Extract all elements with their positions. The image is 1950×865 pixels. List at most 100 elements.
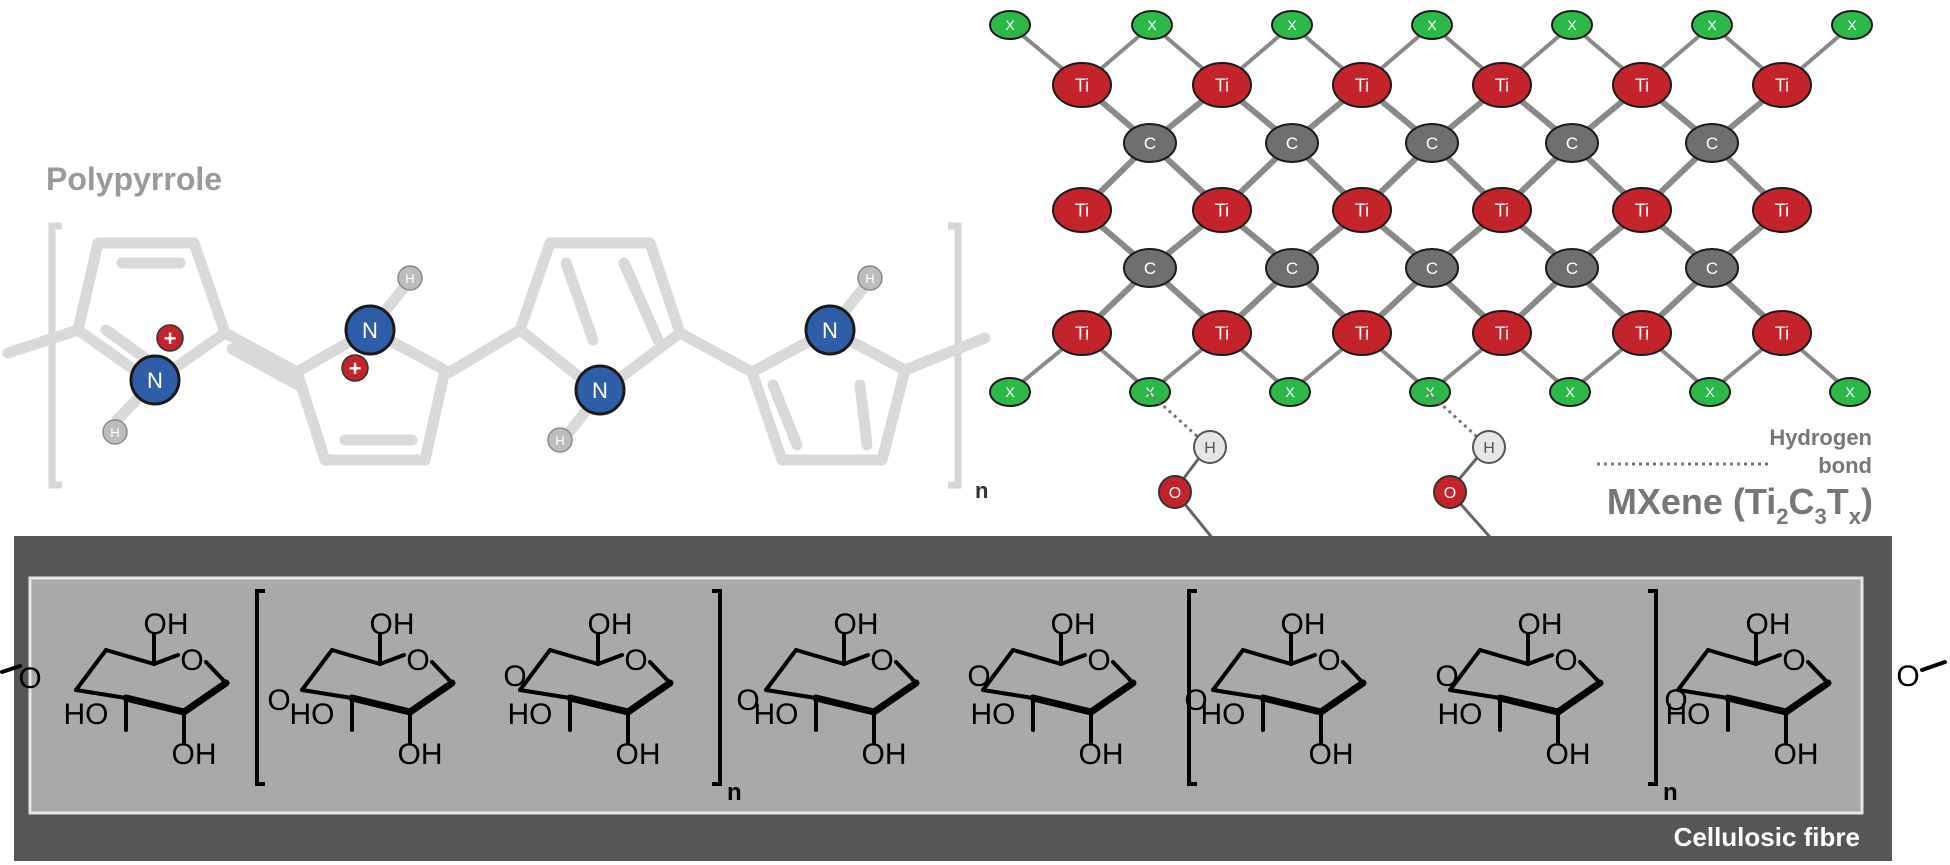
x-termination-atom: X — [989, 10, 1031, 40]
chemical-bond — [1448, 688, 1502, 700]
hydrogen-bond-legend: Hydrogen bond — [1597, 425, 1872, 478]
glycosidic-oxygen: O — [267, 684, 290, 717]
chemical-bond — [1211, 648, 1245, 692]
oxygen-atom: O — [1433, 475, 1467, 509]
hydrogen-atom: H — [102, 419, 128, 445]
hydrogen-atom: H — [397, 265, 423, 291]
svg-text:X: X — [1005, 17, 1015, 33]
chain-end-bond — [0, 664, 22, 674]
svg-text:Ti: Ti — [1355, 200, 1369, 220]
chemical-bond — [74, 688, 128, 700]
hydrogen-atom: H — [857, 265, 883, 291]
chemical-bond — [430, 660, 454, 685]
svg-text:Ti: Ti — [1215, 75, 1229, 95]
svg-text:X: X — [1425, 384, 1435, 400]
mxene-lattice: XXXXXXXXXXXXXXTiTiTiTiTiTiTiTiTiTiTiTiTi… — [989, 10, 1873, 407]
chemical-bond — [794, 648, 846, 666]
chemical-bond — [981, 688, 1035, 700]
chemical-bond — [894, 660, 918, 685]
cellulose-chain: n n OHOHOOHOHOHOOHOHOHOOHOHOHOOHOHOHOOHO… — [0, 589, 1947, 806]
chemical-bond — [300, 688, 354, 700]
chemical-bond — [180, 679, 230, 716]
chemical-bond — [1289, 653, 1317, 666]
chemical-bond — [1259, 694, 1325, 716]
cellulose-repeat-n: n — [1663, 779, 1678, 806]
svg-text:X: X — [1705, 384, 1715, 400]
svg-text:Ti: Ti — [1355, 323, 1369, 343]
titanium-atom: Ti — [1332, 310, 1392, 356]
hydroxyl-group: HO — [290, 698, 335, 731]
mxene-label: MXene (Ti2C3Tx) — [1607, 481, 1873, 529]
glycosidic-oxygen: O — [1435, 660, 1458, 693]
svg-text:MXene (Ti2C3Tx): MXene (Ti2C3Tx) — [1607, 481, 1873, 529]
glycosidic-oxygen: O — [967, 660, 990, 693]
carbon-atom: C — [1265, 123, 1319, 163]
hydrogen-atom: H — [547, 427, 573, 453]
hydroxyl-group: HO — [1201, 698, 1246, 731]
svg-text:H: H — [1483, 440, 1495, 457]
carbon-atom: C — [1123, 248, 1177, 288]
titanium-atom: Ti — [1752, 310, 1812, 356]
hydroxyl-group: HO — [754, 698, 799, 731]
positive-charge-icon: + — [341, 354, 369, 382]
svg-text:H: H — [555, 433, 564, 448]
hydroxyl-group: OH — [1518, 608, 1563, 641]
chemical-bond — [518, 648, 552, 692]
hydroxyl-group: OH — [1281, 608, 1326, 641]
ring-oxygen: O — [1782, 644, 1805, 677]
svg-text:O: O — [1444, 485, 1456, 502]
cellulose-right-bracket — [712, 589, 722, 786]
ring-oxygen: O — [180, 644, 203, 677]
titanium-atom: Ti — [1752, 62, 1812, 108]
svg-text:C: C — [1144, 134, 1156, 153]
hydroxyl-group: HO — [508, 698, 553, 731]
mxene-hydrogen-bond-links: H H O O — [1146, 390, 1506, 546]
titanium-atom: Ti — [1612, 187, 1672, 233]
cellulose-left-bracket — [1187, 589, 1197, 786]
svg-text:Ti: Ti — [1075, 75, 1089, 95]
x-termination-atom: X — [1831, 10, 1873, 40]
ring-oxygen: O — [624, 644, 647, 677]
titanium-atom: Ti — [1192, 310, 1252, 356]
svg-text:N: N — [147, 368, 163, 393]
chemical-bond — [330, 648, 382, 666]
oxygen-atom: O — [1158, 475, 1192, 509]
svg-text:Ti: Ti — [1355, 75, 1369, 95]
glycosidic-oxygen: O — [1184, 684, 1207, 717]
chemical-bond — [122, 694, 188, 716]
x-termination-atom: X — [1551, 10, 1593, 40]
polypyrrole-structure: Polypyrrole n — [2, 161, 991, 503]
ring-oxygen: O — [1554, 644, 1577, 677]
ring-oxygen: O — [1317, 644, 1340, 677]
chemical-bond — [1676, 648, 1710, 692]
svg-text:H: H — [405, 271, 414, 286]
chemical-bond — [518, 688, 572, 700]
svg-text:Ti: Ti — [1775, 323, 1789, 343]
glycosidic-oxygen: O — [1664, 684, 1687, 717]
carbon-atom: C — [1123, 123, 1177, 163]
svg-text:Ti: Ti — [1075, 323, 1089, 343]
svg-text:X: X — [1845, 384, 1855, 400]
svg-text:C: C — [1426, 134, 1438, 153]
hydroxyl-group: OH — [1546, 738, 1591, 771]
x-termination-atom: X — [1549, 377, 1591, 407]
svg-text:X: X — [1147, 17, 1157, 33]
chemical-bond — [842, 653, 870, 666]
titanium-atom: Ti — [1332, 62, 1392, 108]
chemical-bond — [1341, 660, 1365, 685]
titanium-atom: Ti — [1192, 62, 1252, 108]
hydroxyl-group: OH — [1079, 738, 1124, 771]
svg-text:C: C — [1286, 259, 1298, 278]
chemical-bond — [104, 648, 156, 666]
svg-text:Ti: Ti — [1635, 75, 1649, 95]
chemical-bond — [624, 679, 674, 716]
svg-text:+: + — [164, 326, 177, 351]
chemical-bond — [764, 688, 818, 700]
positive-charge-icon: + — [156, 324, 184, 352]
x-termination-atom: X — [1829, 377, 1871, 407]
chemical-bond — [300, 648, 334, 692]
legend-hydrogen-label: Hydrogen — [1769, 425, 1872, 450]
svg-text:C: C — [1144, 259, 1156, 278]
titanium-atom: Ti — [1612, 62, 1672, 108]
